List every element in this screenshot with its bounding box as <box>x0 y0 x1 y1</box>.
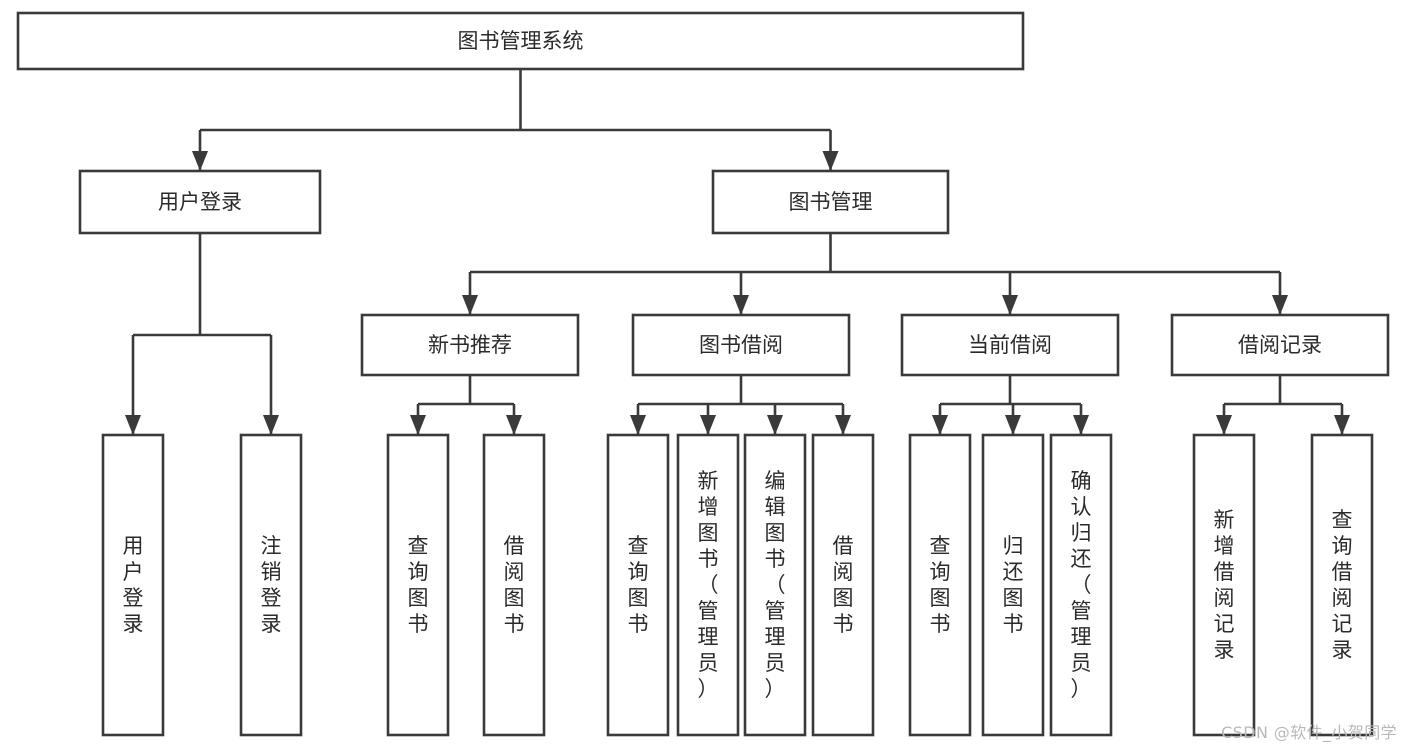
node-leaf-borrow-book-1[interactable]: 借阅图书 <box>482 433 546 737</box>
node-label-new-book-recommend: 新书推荐 <box>428 333 512 357</box>
node-book-borrow[interactable]: 图书借阅 <box>631 313 851 377</box>
arrow-head-icon-new-book-recommend <box>462 295 478 315</box>
node-box-leaf-query-book-1[interactable] <box>386 433 450 737</box>
node-box-root[interactable] <box>16 11 1025 71</box>
node-borrow-record[interactable]: 借阅记录 <box>1170 313 1390 377</box>
node-label-user-login: 用户登录 <box>158 190 242 214</box>
node-label-leaf-borrow-book-2: 借阅图书 <box>833 534 854 636</box>
arrow-head-icon-leaf-query-book-1 <box>410 415 426 435</box>
node-label-leaf-confirm-return: 确认归还（管理员） <box>1071 469 1092 701</box>
node-book-manage[interactable]: 图书管理 <box>711 169 950 235</box>
node-leaf-return-book[interactable]: 归还图书 <box>981 433 1045 737</box>
node-label-leaf-query-book-1: 查询图书 <box>408 534 429 636</box>
csdn-watermark: CSDN @软件_小贺同学 <box>1221 723 1397 742</box>
arrow-head-icon-leaf-user-logout <box>263 415 279 435</box>
arrow-head-icon-leaf-borrow-book-2 <box>835 415 851 435</box>
node-leaf-borrow-book-2[interactable]: 借阅图书 <box>811 433 875 737</box>
arrow-head-icon-leaf-user-login <box>125 415 141 435</box>
node-label-leaf-edit-book: 编辑图书（管理员） <box>765 469 786 701</box>
node-current-borrow[interactable]: 当前借阅 <box>900 313 1120 377</box>
arrow-head-icon-current-borrow <box>1002 295 1018 315</box>
node-leaf-query-book-1[interactable]: 查询图书 <box>386 433 450 737</box>
node-box-leaf-query-book-2[interactable] <box>606 433 670 737</box>
node-label-root: 图书管理系统 <box>458 29 584 53</box>
node-label-current-borrow: 当前借阅 <box>968 333 1052 357</box>
node-box-leaf-borrow-book-1[interactable] <box>482 433 546 737</box>
node-label-leaf-add-record: 新增借阅记录 <box>1214 508 1235 662</box>
arrow-head-icon-leaf-confirm-return <box>1073 415 1089 435</box>
arrow-head-icon-book-borrow <box>733 295 749 315</box>
node-box-leaf-query-book-3[interactable] <box>908 433 972 737</box>
node-leaf-query-book-3[interactable]: 查询图书 <box>908 433 972 737</box>
node-label-leaf-query-record: 查询借阅记录 <box>1332 508 1353 662</box>
node-box-leaf-query-record[interactable] <box>1310 433 1374 737</box>
node-box-leaf-user-logout[interactable] <box>239 433 303 737</box>
arrow-head-icon-leaf-edit-book <box>767 415 783 435</box>
arrow-head-icon-borrow-record <box>1272 295 1288 315</box>
node-box-leaf-add-book[interactable] <box>676 433 740 737</box>
node-leaf-user-login[interactable]: 用户登录 <box>101 433 165 737</box>
arrow-head-icon-leaf-query-book-3 <box>932 415 948 435</box>
arrow-head-icon-leaf-borrow-book-1 <box>506 415 522 435</box>
node-label-leaf-add-book: 新增图书（管理员） <box>698 469 719 701</box>
arrow-head-icon-leaf-add-record <box>1216 415 1232 435</box>
arrow-head-icon-leaf-return-book <box>1005 415 1021 435</box>
node-box-user-login[interactable] <box>78 169 322 235</box>
node-label-leaf-borrow-book-1: 借阅图书 <box>504 534 525 636</box>
node-label-leaf-user-logout: 注销登录 <box>261 534 282 636</box>
node-label-book-borrow: 图书借阅 <box>699 333 783 357</box>
node-box-leaf-return-book[interactable] <box>981 433 1045 737</box>
node-label-leaf-return-book: 归还图书 <box>1003 534 1024 636</box>
node-leaf-query-record[interactable]: 查询借阅记录 <box>1310 433 1374 737</box>
node-box-leaf-add-record[interactable] <box>1192 433 1256 737</box>
node-box-leaf-user-login[interactable] <box>101 433 165 737</box>
node-leaf-user-logout[interactable]: 注销登录 <box>239 433 303 737</box>
arrow-head-icon-user-login <box>192 151 208 171</box>
arrow-head-icon-leaf-query-book-2 <box>630 415 646 435</box>
node-leaf-confirm-return[interactable]: 确认归还（管理员） <box>1049 433 1113 737</box>
node-label-borrow-record: 借阅记录 <box>1238 333 1322 357</box>
node-label-leaf-query-book-2: 查询图书 <box>628 534 649 636</box>
node-leaf-query-book-2[interactable]: 查询图书 <box>606 433 670 737</box>
node-box-leaf-borrow-book-2[interactable] <box>811 433 875 737</box>
node-user-login[interactable]: 用户登录 <box>78 169 322 235</box>
node-new-book-recommend[interactable]: 新书推荐 <box>360 313 580 377</box>
node-label-leaf-user-login: 用户登录 <box>123 534 144 636</box>
arrow-head-icon-leaf-add-book <box>700 415 716 435</box>
node-leaf-add-book[interactable]: 新增图书（管理员） <box>676 433 740 737</box>
arrow-head-icon-leaf-query-record <box>1334 415 1350 435</box>
node-leaf-edit-book[interactable]: 编辑图书（管理员） <box>743 433 807 737</box>
arrow-head-icon-book-manage <box>822 151 839 171</box>
node-label-leaf-query-book-3: 查询图书 <box>930 534 951 636</box>
node-leaf-add-record[interactable]: 新增借阅记录 <box>1192 433 1256 737</box>
node-root[interactable]: 图书管理系统 <box>16 11 1025 71</box>
node-box-book-borrow[interactable] <box>631 313 851 377</box>
node-label-book-manage: 图书管理 <box>789 190 873 214</box>
